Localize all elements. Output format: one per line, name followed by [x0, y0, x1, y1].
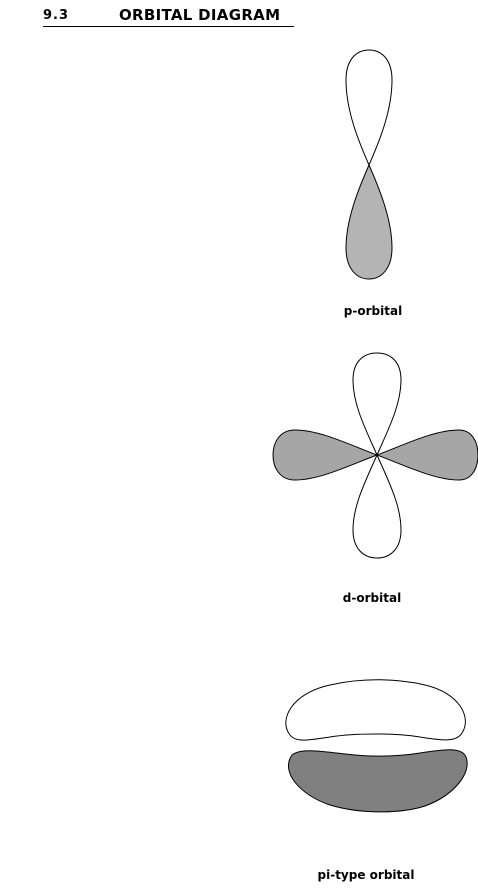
- pi-orbital-upper-lobe: [285, 679, 466, 741]
- section-header: 9.3 ORBITAL DIAGRAM: [43, 6, 294, 27]
- pi-orbital-caption: pi-type orbital: [317, 868, 415, 882]
- d-orbital-lower-lobe: [352, 453, 402, 559]
- section-title: ORBITAL DIAGRAM: [119, 6, 281, 24]
- p-orbital-upper-lobe: [345, 49, 393, 167]
- d-orbital-diagram: [272, 352, 478, 559]
- p-orbital-lower-lobe: [345, 163, 393, 280]
- d-orbital-caption: d-orbital: [342, 591, 402, 605]
- d-orbital-right-lobe: [375, 429, 478, 481]
- d-orbital-left-lobe: [272, 429, 379, 481]
- p-orbital-caption: p-orbital: [343, 304, 403, 318]
- pi-orbital-diagram: [285, 679, 468, 813]
- pi-orbital-lower-lobe: [287, 749, 468, 813]
- section-number: 9.3: [43, 8, 70, 23]
- d-orbital-upper-lobe: [352, 352, 402, 457]
- p-orbital-diagram: [345, 49, 393, 280]
